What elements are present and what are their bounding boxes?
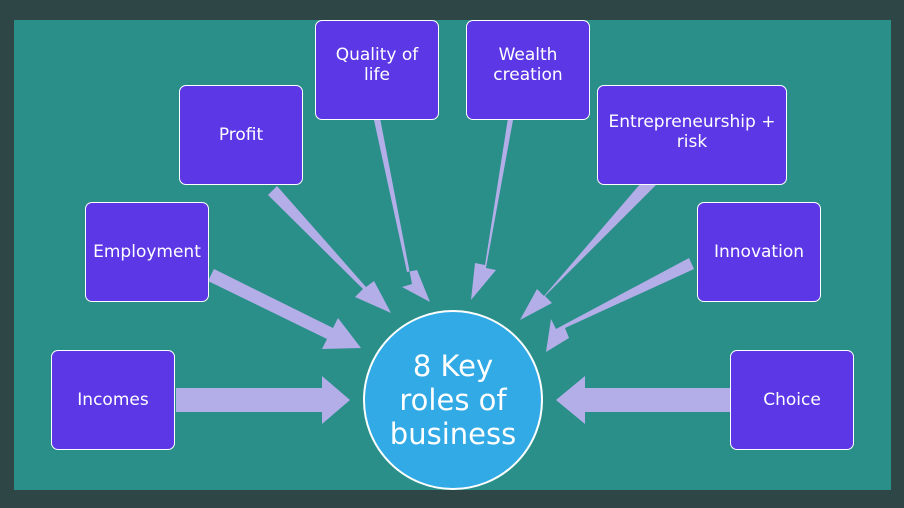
box-innovation-label: Innovation <box>713 242 804 262</box>
arrow-quality-of-life <box>374 118 430 302</box>
box-incomes: Incomes <box>51 350 175 450</box>
box-wealth-creation-label: Wealth creation <box>493 45 563 85</box>
box-quality-of-life: Quality of life <box>315 20 439 120</box>
box-employment: Employment <box>85 202 209 302</box>
box-quality-of-life-label: Quality of life <box>335 45 419 85</box>
arrow-wealth-creation <box>471 118 513 300</box>
arrow-employment <box>208 269 361 349</box>
box-incomes-label: Incomes <box>77 390 149 410</box>
box-choice-label: Choice <box>763 390 821 410</box>
arrow-incomes <box>176 376 350 424</box>
arrow-profit <box>268 186 391 313</box>
box-entrepreneurship: Entrepreneurship + risk <box>597 85 787 185</box>
box-wealth-creation: Wealth creation <box>466 20 590 120</box>
arrow-entrepreneurship <box>520 176 656 320</box>
center-circle: 8 Key roles of business <box>363 310 543 490</box>
box-employment-label: Employment <box>93 242 201 262</box>
box-profit-label: Profit <box>218 125 264 145</box>
box-profit: Profit <box>179 85 303 185</box>
box-choice: Choice <box>730 350 854 450</box>
arrow-choice <box>556 376 730 424</box>
box-innovation: Innovation <box>697 202 821 302</box>
box-entrepreneurship-label: Entrepreneurship + risk <box>608 112 776 152</box>
center-label: 8 Key roles of business <box>389 349 517 451</box>
arrow-innovation <box>546 258 694 352</box>
